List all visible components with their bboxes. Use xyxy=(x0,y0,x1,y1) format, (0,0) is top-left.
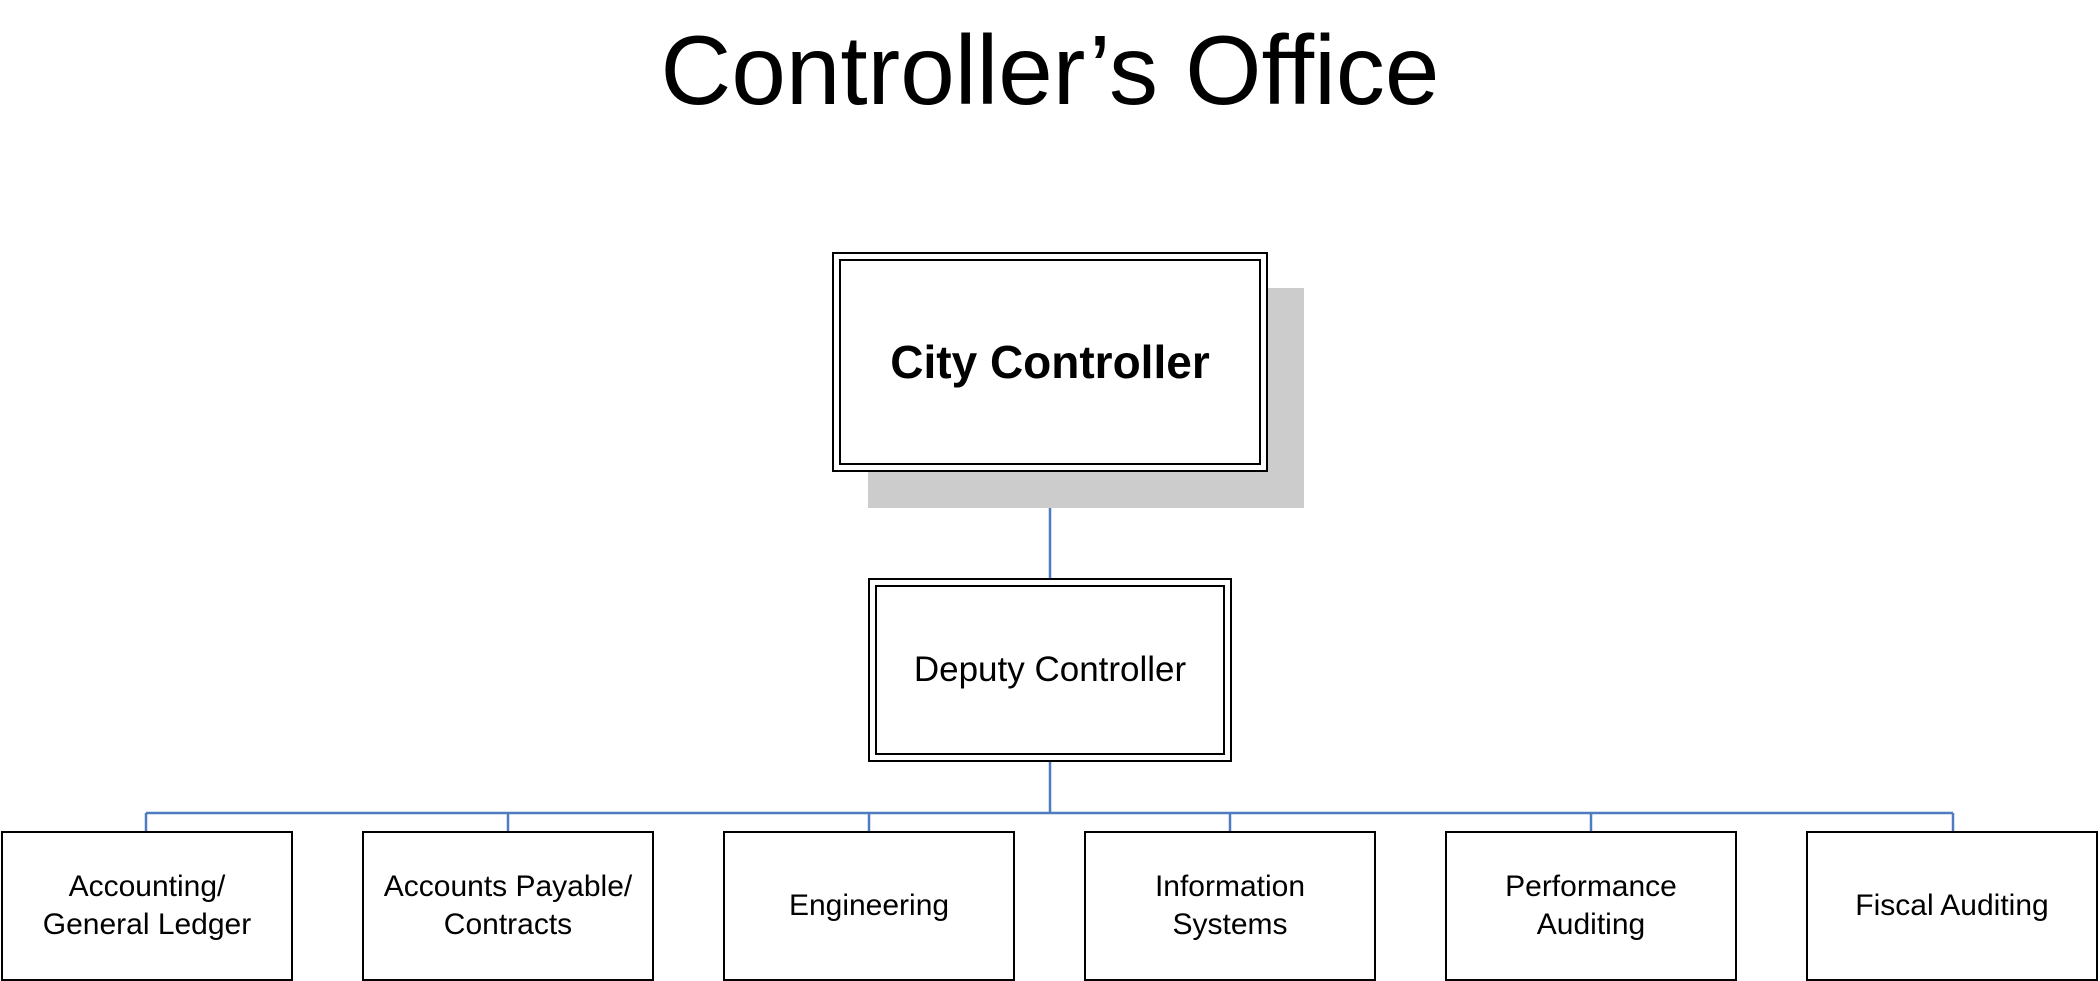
dept-label-performance-auditing: Performance Auditing xyxy=(1505,870,1677,941)
dept-box-fiscal-auditing: Fiscal Auditing xyxy=(1806,831,2098,981)
dept-label-fiscal-auditing: Fiscal Auditing xyxy=(1855,889,2049,922)
dept-box-engineering: Engineering xyxy=(723,831,1015,981)
dept-box-performance-auditing: Performance Auditing xyxy=(1445,831,1737,981)
city-controller-label: City Controller xyxy=(890,336,1210,388)
dept-label-engineering: Engineering xyxy=(788,889,950,922)
dept-box-accounting: Accounting/ General Ledger xyxy=(1,831,293,981)
dept-box-accounts-payable: Accounts Payable/ Contracts xyxy=(362,831,654,981)
city-controller-box: City Controller xyxy=(832,252,1268,472)
page-title: Controller’s Office xyxy=(660,15,1440,125)
deputy-controller-box: Deputy Controller xyxy=(868,578,1232,762)
dept-label-accounts-payable: Accounts Payable/ Contracts xyxy=(383,870,633,941)
deputy-controller-label: Deputy Controller xyxy=(913,650,1187,689)
dept-label-information-systems: Information Systems xyxy=(1154,870,1306,941)
dept-box-information-systems: Information Systems xyxy=(1084,831,1376,981)
dept-label-accounting: Accounting/ General Ledger xyxy=(42,870,252,941)
